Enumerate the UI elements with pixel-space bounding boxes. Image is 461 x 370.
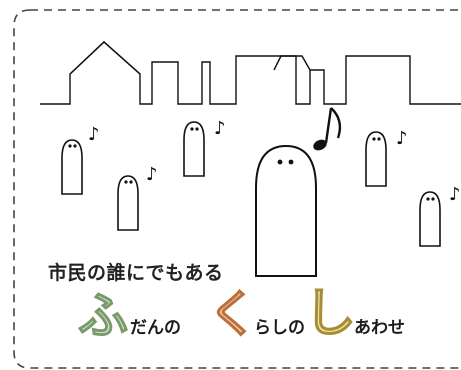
music-note-large-icon <box>313 107 342 151</box>
person-small-1 <box>61 139 83 195</box>
building-roof-trapezoid <box>273 55 311 71</box>
music-note-icon: ♪ <box>449 184 461 205</box>
music-note-icon: ♪ <box>88 124 100 145</box>
music-note-icon: ♪ <box>146 164 158 185</box>
slogan-text-1: だんの <box>130 318 181 338</box>
slogan-char-shi: し <box>303 284 357 344</box>
person-small-3 <box>183 121 205 177</box>
caption-text: 市民の誰にでもある <box>48 262 224 284</box>
music-note-icon: ♪ <box>214 118 226 139</box>
skyline <box>40 41 461 105</box>
slogan: ふ だんの く らしの し あわせ <box>77 284 438 352</box>
dashed-frame <box>13 9 461 369</box>
person-small-5 <box>419 191 441 247</box>
person-small-2 <box>117 175 139 231</box>
music-note-icon: ♪ <box>396 128 408 149</box>
slogan-char-ku: く <box>207 285 258 343</box>
person-large <box>255 144 317 277</box>
person-small-4 <box>365 131 387 187</box>
house-roof <box>69 41 141 75</box>
slogan-text-2: らしの <box>254 318 305 338</box>
slogan-char-fu: ふ <box>77 287 128 345</box>
slogan-text-3: あわせ <box>354 318 405 338</box>
